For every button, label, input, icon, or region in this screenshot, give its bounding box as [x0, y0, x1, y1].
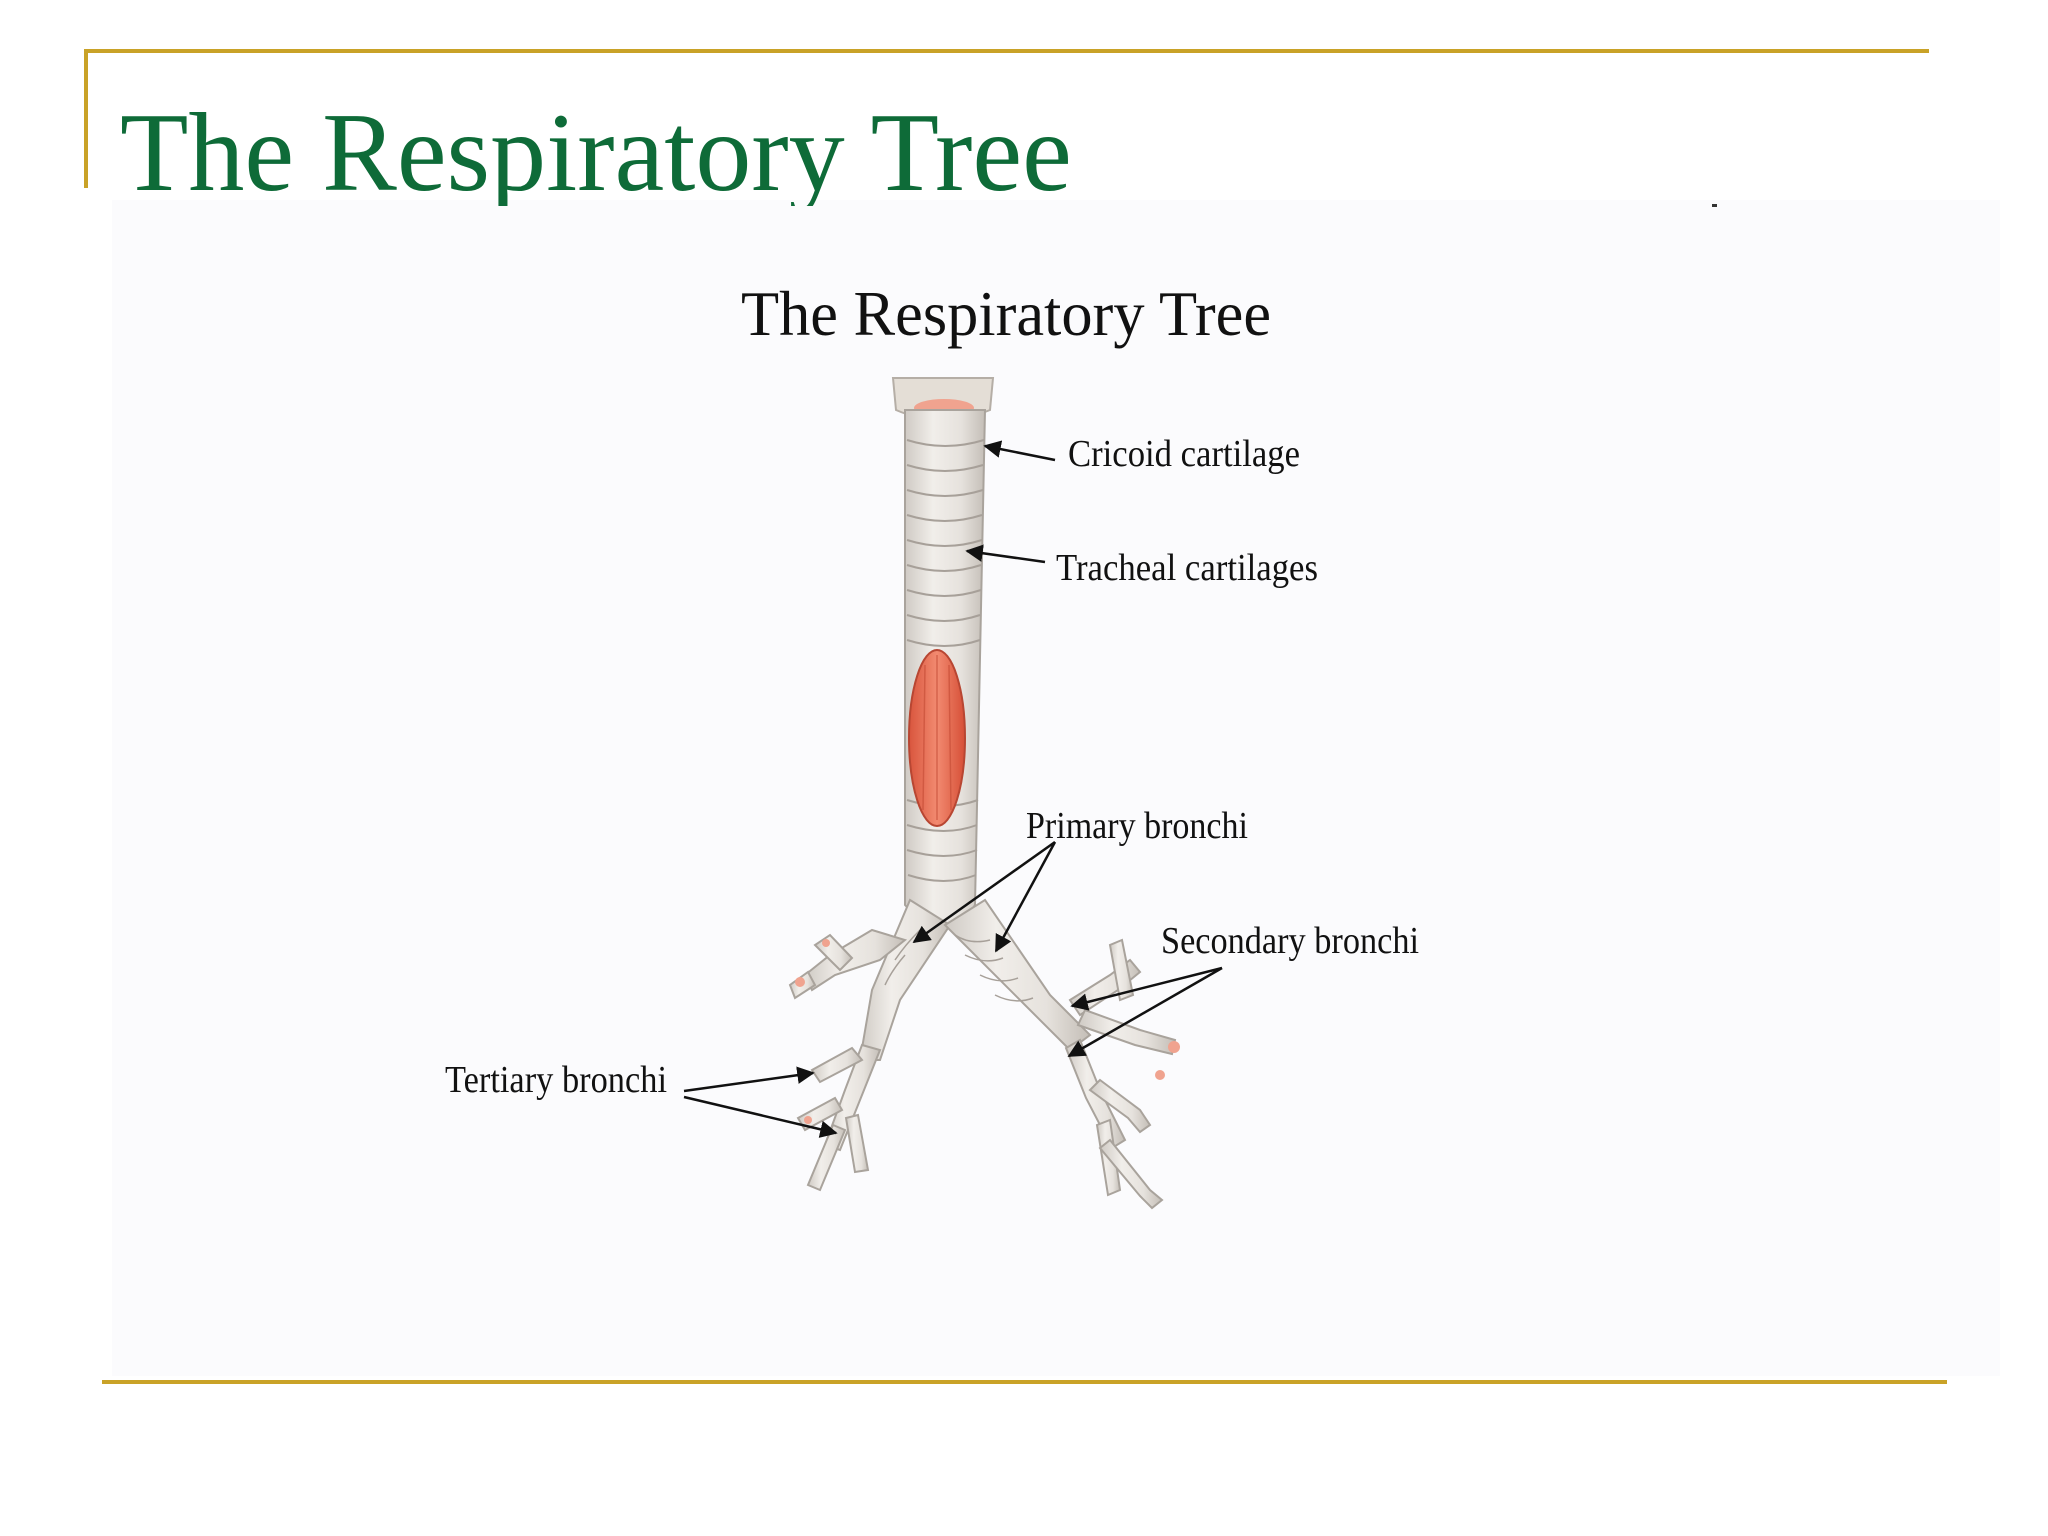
stray-mark: [1712, 204, 1717, 207]
tracheal-rings: [906, 439, 985, 882]
arrow-primary-right: [994, 841, 1057, 953]
label-tracheal-cartilages: Tracheal cartilages: [1056, 547, 1318, 589]
left-rule: [84, 49, 88, 188]
right-bronchi: [943, 898, 1177, 1210]
label-primary-bronchi: Primary bronchi: [1026, 805, 1248, 847]
top-rule: [84, 49, 1929, 53]
figure-title: The Respiratory Tree: [741, 278, 1271, 349]
label-cricoid-cartilage: Cricoid cartilage: [1068, 433, 1300, 475]
figure-panel: [112, 200, 2000, 1376]
arrow-primary-left: [912, 840, 1056, 944]
arrow-cricoid: [983, 440, 1056, 462]
arrow-tracheal: [965, 544, 1046, 564]
label-tertiary-bronchi: Tertiary bronchi: [445, 1059, 667, 1101]
arrow-secondary-upper: [1070, 966, 1223, 1011]
bottom-rule: [102, 1380, 1947, 1384]
slide-title: The Respiratory Tree: [120, 91, 1072, 206]
label-secondary-bronchi: Secondary bronchi: [1161, 920, 1419, 962]
left-bronchi: [788, 898, 952, 1192]
trachea-illustration: [788, 377, 1180, 1210]
arrow-tertiary-lower: [683, 1095, 838, 1138]
arrow-secondary-lower: [1067, 966, 1223, 1058]
label-arrows: [683, 440, 1223, 1138]
arrow-tertiary-upper: [683, 1066, 815, 1093]
